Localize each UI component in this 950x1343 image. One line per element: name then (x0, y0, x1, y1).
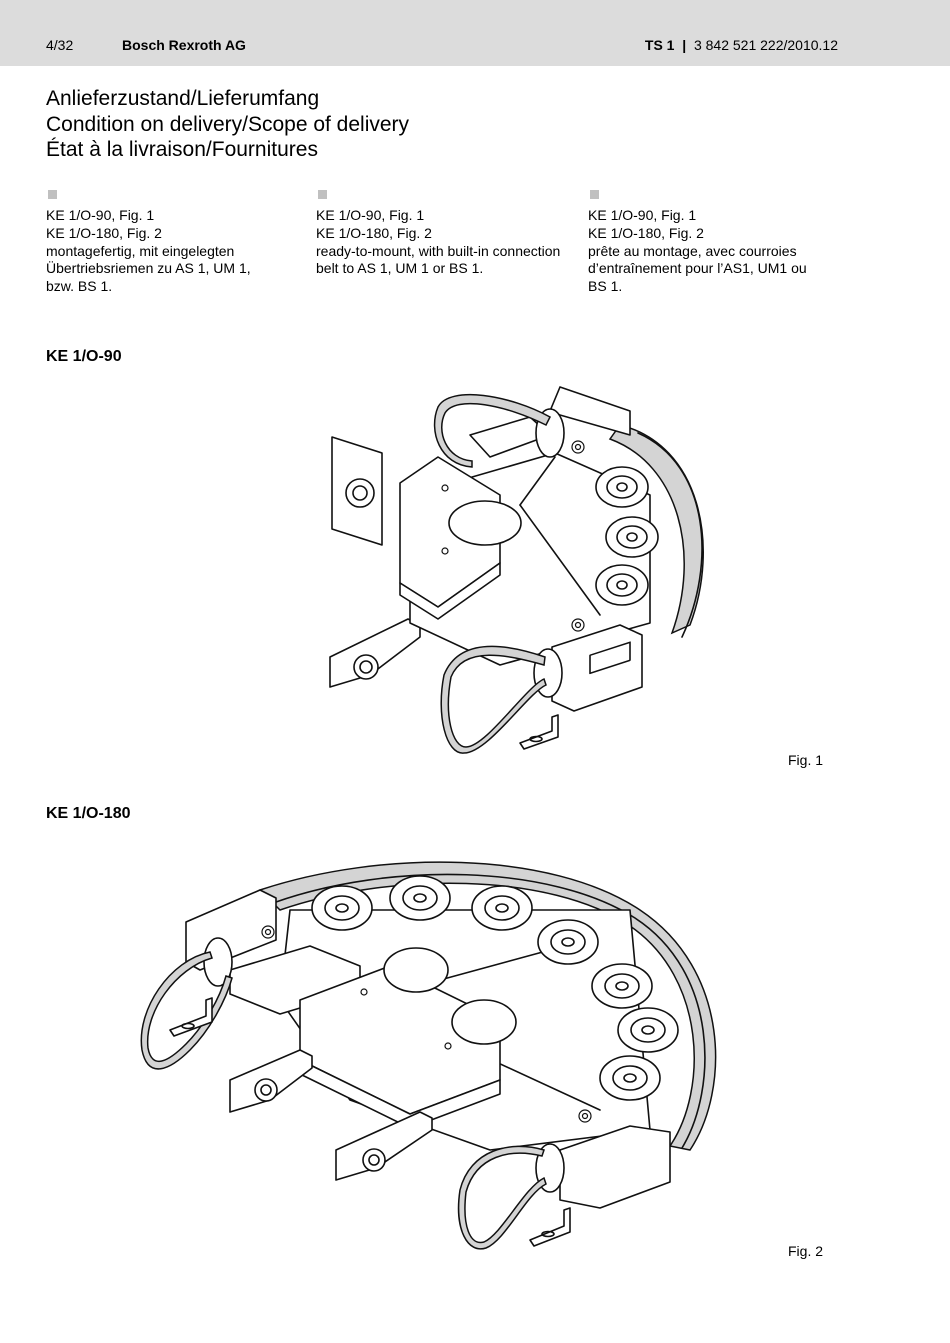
page-header: 4/32 Bosch Rexroth AG TS 1 | 3 842 521 2… (0, 0, 950, 66)
text-line: KE 1/O-180, Fig. 2 (316, 224, 432, 241)
column-english: KE 1/O-90, Fig. 1 KE 1/O-180, Fig. 2 rea… (316, 190, 561, 278)
text-line: KE 1/O-90, Fig. 1 (316, 207, 425, 223)
text-line: belt to AS 1, UM 1 or BS 1. (316, 260, 484, 277)
document-reference: TS 1 | 3 842 521 222/2010.12 (645, 37, 838, 53)
bullet-square-icon (48, 190, 57, 199)
company-name: Bosch Rexroth AG (122, 37, 246, 53)
figure-1-heading: KE 1/O-90 (46, 348, 122, 365)
column-french: KE 1/O-90, Fig. 1 KE 1/O-180, Fig. 2 prê… (588, 190, 828, 296)
title-fr: État à la livraison/Fournitures (46, 138, 318, 161)
doc-code: TS 1 (644, 37, 675, 53)
figure-1-label: Fig. 1 (788, 752, 824, 768)
roller-icon (595, 564, 649, 606)
figure-2-drawing (140, 861, 717, 1250)
page-number: 4/32 (46, 37, 74, 53)
text-line: BS 1. (588, 278, 623, 295)
text-line: prête au montage, avec courroies (588, 242, 797, 259)
figure-2-label: Fig. 2 (788, 1243, 824, 1259)
text-line: KE 1/O-180, Fig. 2 (588, 224, 704, 241)
text-line: ready-to-mount, with built-in connection (316, 242, 561, 259)
text-line: d’entraînement pour l’AS1, UM1 ou (588, 260, 807, 277)
roller-icon (605, 516, 659, 558)
text-line: KE 1/O-90, Fig. 1 (588, 207, 697, 223)
roller-icon (471, 885, 533, 931)
roller-icon (311, 885, 373, 931)
roller-icon (389, 875, 451, 921)
page-title: Anlieferzustand/Lieferumfang Condition o… (46, 86, 409, 163)
figure-2-heading: KE 1/O-180 (46, 805, 131, 822)
doc-number: 3 842 521 222/2010.12 (693, 37, 838, 53)
bullet-square-icon (318, 190, 327, 199)
roller-icon (617, 1007, 679, 1053)
header-separator: | (682, 37, 687, 53)
roller-icon (599, 1055, 661, 1101)
roller-icon (595, 466, 649, 508)
roller-icon (537, 919, 599, 965)
column-german: KE 1/O-90, Fig. 1 KE 1/O-180, Fig. 2 mon… (46, 190, 286, 296)
text-line: Übertriebsriemen zu AS 1, UM 1, (46, 260, 251, 277)
text-line: KE 1/O-180, Fig. 2 (46, 224, 162, 241)
roller-icon (591, 963, 653, 1009)
text-line: KE 1/O-90, Fig. 1 (46, 207, 155, 223)
bullet-square-icon (590, 190, 599, 199)
title-de: Anlieferzustand/Lieferumfang (46, 87, 320, 110)
figure-1-drawing (329, 386, 704, 754)
text-line: montagefertig, mit eingelegten (46, 242, 235, 259)
text-line: bzw. BS 1. (46, 278, 113, 295)
title-en: Condition on delivery/Scope of delivery (46, 112, 410, 136)
